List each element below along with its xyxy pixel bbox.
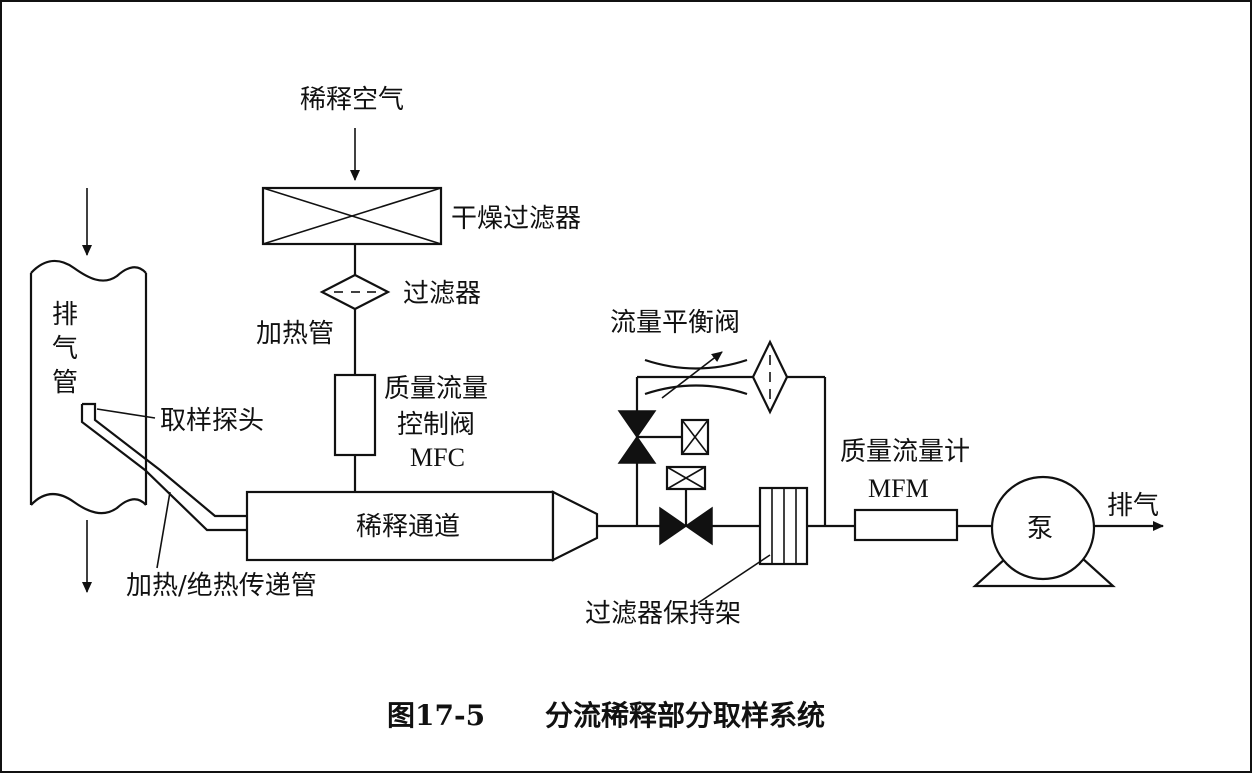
dilution-tunnel <box>245 490 599 562</box>
dry-filter-label: 干燥过滤器 <box>451 204 581 234</box>
caption-title: 分流稀释部分取样系统 <box>545 699 825 732</box>
dry-filter <box>261 186 443 246</box>
pump-label: 泵 <box>1027 514 1053 544</box>
mfc-box <box>333 373 377 457</box>
caption-number: 图17-5 <box>387 699 485 732</box>
filter-holder <box>758 486 809 566</box>
filter-label: 过滤器 <box>403 279 481 309</box>
vertical-solenoid-valve <box>617 410 710 464</box>
exhaust-out-label: 排气 <box>1107 491 1159 521</box>
filter-diamond <box>319 273 391 311</box>
exhaust-pipe <box>29 260 148 515</box>
mass-flow-meter-label: 质量流量计 <box>840 437 970 467</box>
mfm-box <box>853 508 959 542</box>
flow-balance-valve <box>644 351 748 399</box>
mfc-label-line1: 质量流量 <box>384 374 488 404</box>
filter-holder-leader-line <box>697 554 771 604</box>
sampling-probe-label: 取样探头 <box>160 406 264 436</box>
sampling-probe <box>80 402 247 532</box>
exhaust-pipe-char1: 排 <box>52 300 78 330</box>
dilution-air-label: 稀释空气 <box>300 85 404 115</box>
probe-leader-line <box>96 408 156 419</box>
filter-holder-label: 过滤器保持架 <box>585 599 741 629</box>
dilution-tunnel-label: 稀释通道 <box>356 512 460 542</box>
transfer-tube-leader-line <box>156 491 171 569</box>
exhaust-pipe-char2: 气 <box>52 334 78 364</box>
bypass-filter <box>751 339 789 415</box>
mfc-label-line2: 控制阀 <box>397 410 475 440</box>
transfer-tube-label: 加热/绝热传递管 <box>126 571 317 601</box>
flow-balance-valve-label: 流量平衡阀 <box>610 308 740 338</box>
mfc-abbrev-label: MFC <box>410 443 465 472</box>
mfm-abbrev-label: MFM <box>868 474 929 503</box>
horizontal-solenoid-valve <box>659 465 713 546</box>
heated-tube-label: 加热管 <box>256 319 334 349</box>
pump <box>972 475 1116 588</box>
exhaust-pipe-char3: 管 <box>52 368 78 398</box>
